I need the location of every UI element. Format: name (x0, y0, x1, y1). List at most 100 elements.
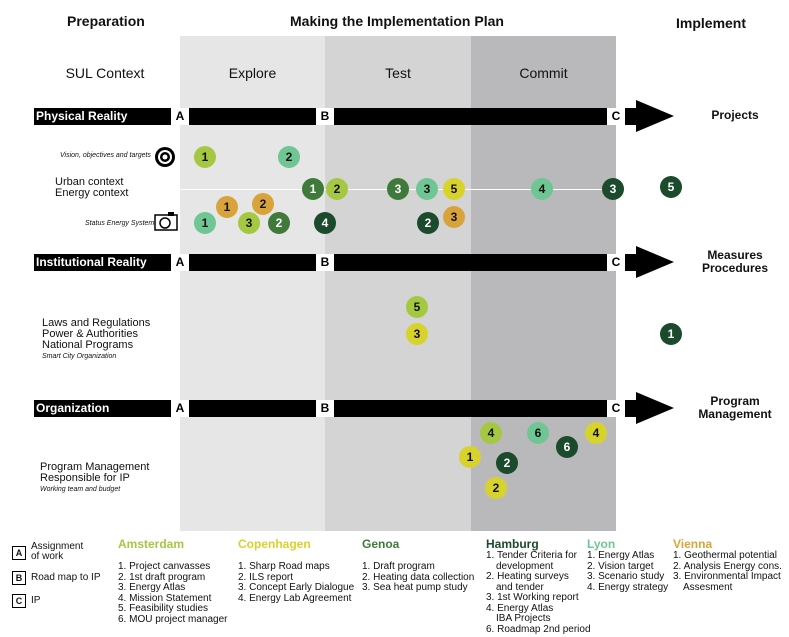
dot-hamburg-6: 6 (556, 436, 578, 458)
vision-label: Vision, objectives and targets (60, 152, 151, 159)
dot-copenhagen-1: 1 (459, 446, 481, 468)
milestone-b-2: B (316, 254, 334, 271)
city-copenhagen: Copenhagen (238, 537, 311, 551)
legend-key-c: C (12, 594, 26, 608)
column-commit: Commit (519, 65, 568, 81)
program-management-label: Program Management Responsible for IP (40, 461, 150, 484)
dot-amsterdam-1: 1 (194, 146, 216, 168)
column-sul-context: SUL Context (65, 65, 145, 81)
dot-copenhagen-4: 4 (585, 422, 607, 444)
dot-hamburg-5: 5 (660, 176, 682, 198)
dot-lyon-1: 1 (194, 212, 216, 234)
city-item: 3. Sea heat pump study (362, 582, 468, 593)
dot-amsterdam-4: 4 (480, 422, 502, 444)
dot-copenhagen-3: 3 (406, 323, 428, 345)
milestone-b: B (316, 108, 334, 125)
city-item: 6. MOU project manager (118, 613, 228, 625)
city-vienna: Vienna (673, 537, 713, 551)
city-item: 2. Heating data collection (362, 571, 475, 583)
dot-amsterdam-2: 2 (326, 178, 348, 200)
city-item: 1. Tender Criteria for (486, 550, 577, 561)
status-energy-label: Status Energy System (85, 220, 155, 227)
city-item: 6. Roadmap 2nd period (486, 623, 591, 635)
milestone-c-2: C (607, 254, 625, 271)
city-item: Assesment (683, 581, 733, 593)
city-item: 3. 1st Working report (486, 592, 579, 603)
dot-hamburg-3: 3 (602, 178, 624, 200)
city-item: 1. Geothermal potential (673, 550, 777, 561)
column-explore: Explore (228, 65, 277, 81)
dot-copenhagen-5: 5 (443, 178, 465, 200)
legend-text-b: Road map to IP (31, 572, 101, 583)
smart-city-label: Smart City Organization (42, 353, 117, 360)
milestone-c: C (607, 108, 625, 125)
dot-lyon-3: 3 (416, 178, 438, 200)
dot-vienna-3: 3 (443, 206, 465, 228)
milestone-c-3: C (607, 400, 625, 417)
milestone-a-3: A (171, 400, 189, 417)
dot-amsterdam-3: 3 (238, 212, 260, 234)
dot-hamburg-1: 1 (660, 323, 682, 345)
label-measures-procedures: Measures Procedures (701, 248, 769, 275)
arrowhead-organization (636, 392, 674, 424)
urban-energy-context-label: Urban context Energy context (55, 176, 129, 199)
city-item: 4. Mission Statement (118, 592, 212, 604)
arrowhead-physical (636, 100, 674, 132)
city-item: 2. 1st draft program (118, 571, 206, 583)
dot-amsterdam-5: 5 (406, 296, 428, 318)
city-lyon: Lyon (587, 537, 616, 551)
city-item: 2. Vision target (587, 560, 654, 572)
dot-copenhagen-2: 2 (485, 477, 507, 499)
city-item: 3. Environmental Impact (673, 571, 781, 582)
dot-lyon-4: 4 (531, 178, 553, 200)
city-item: 2. Heating surveys (486, 571, 569, 582)
city-item: 3. Scenario study (587, 571, 665, 582)
milestone-a-2: A (171, 254, 189, 271)
label-program-management: Program Management (698, 394, 772, 421)
city-amsterdam: Amsterdam (118, 537, 185, 551)
dot-hamburg-4: 4 (314, 212, 336, 234)
city-item: 4. Energy Lab Agreement (238, 592, 352, 604)
city-item: 4. Energy strategy (587, 581, 669, 593)
arrowhead-institutional (636, 246, 674, 278)
column-test: Test (385, 65, 411, 81)
city-genoa: Genoa (362, 537, 400, 551)
dot-genoa-3: 3 (387, 178, 409, 200)
dot-genoa-2: 2 (268, 212, 290, 234)
legend-key-b: B (12, 571, 26, 585)
laws-label: Laws and Regulations Power & Authorities… (42, 317, 151, 351)
dot-vienna-2: 2 (252, 193, 274, 215)
dot-hamburg-2: 2 (417, 212, 439, 234)
dot-hamburg-2: 2 (496, 452, 518, 474)
header-implement: Implement (676, 15, 747, 31)
band-organization (34, 400, 636, 417)
city-item: IBA Projects (496, 613, 551, 624)
city-item: 1. Draft program (362, 561, 435, 572)
city-item: development (496, 560, 554, 572)
city-hamburg: Hamburg (486, 537, 539, 551)
milestone-b-3: B (316, 400, 334, 417)
dot-vienna-1: 1 (216, 196, 238, 218)
city-item: 3. Concept Early Dialogue (238, 582, 355, 593)
target-icon (154, 146, 176, 168)
city-item: 1. Project canvasses (118, 561, 211, 572)
header-making-plan: Making the Implementation Plan (290, 13, 504, 29)
city-item: 5. Feasibility studies (118, 603, 209, 614)
legend-key-a: A (12, 546, 26, 560)
city-item: 2. ILS report (238, 571, 294, 583)
legend-text-a: Assignment of work (31, 541, 84, 562)
city-item: 1. Sharp Road maps (238, 561, 330, 572)
milestone-a: A (171, 108, 189, 125)
band-title-organization: Organization (36, 401, 110, 415)
city-item: and tender (496, 581, 544, 593)
city-item: 3. Energy Atlas (118, 582, 186, 593)
legend-text-c: IP (31, 595, 41, 606)
city-item: 1. Energy Atlas (587, 550, 655, 561)
city-item: 2. Analysis Energy cons. (673, 560, 782, 572)
